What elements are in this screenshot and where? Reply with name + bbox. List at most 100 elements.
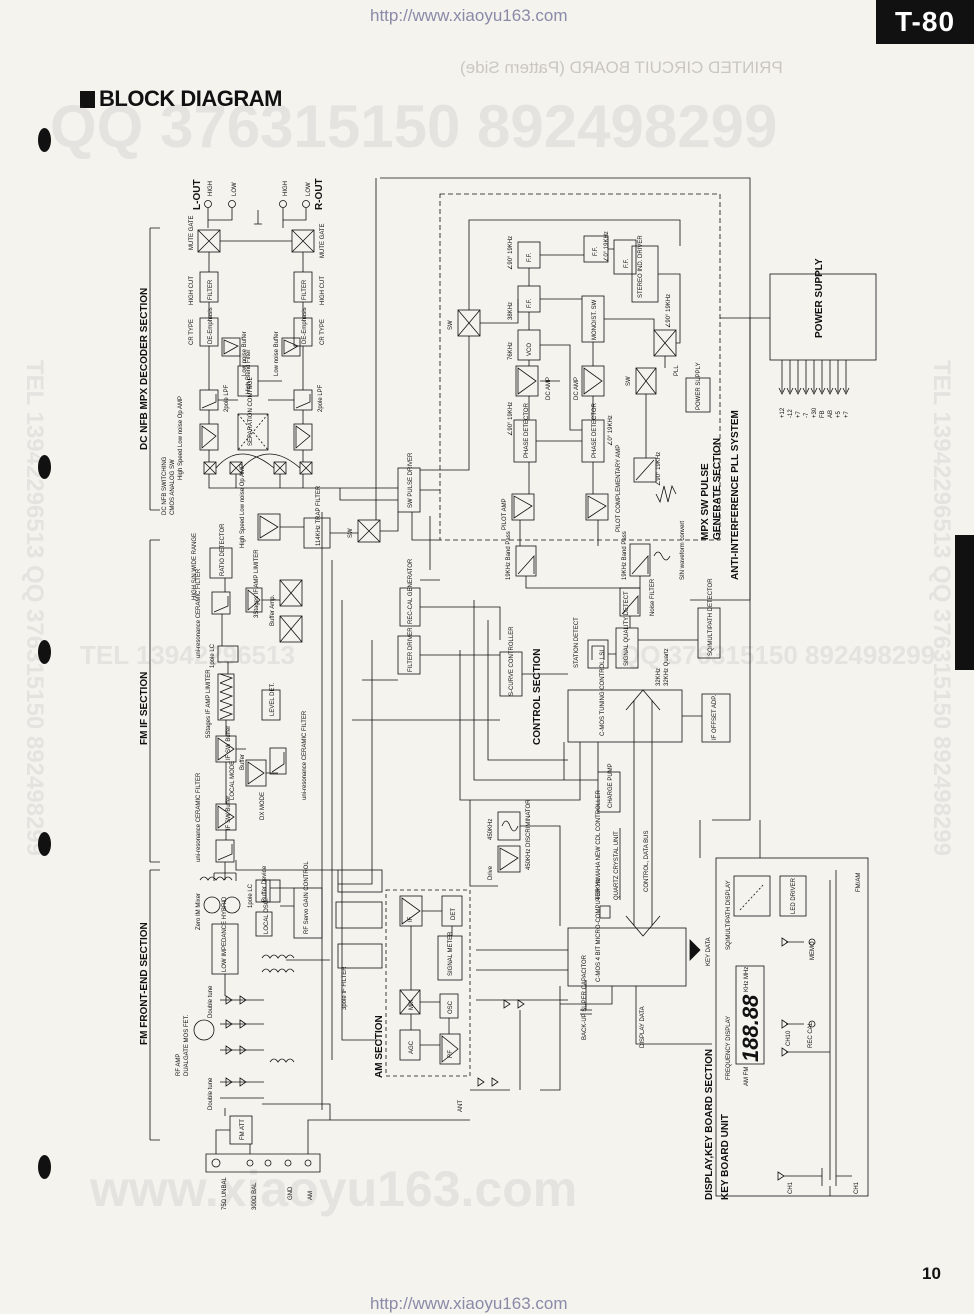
am-det: DET <box>451 908 457 920</box>
charge-pump: CHARGE PUMP <box>608 763 614 808</box>
stereo-ind-driver: STEREO IND. DRIVER <box>638 235 644 298</box>
low-noise-buffer-l: Low noise Buffer <box>242 331 248 376</box>
buffer-amp: Buffer Amp. <box>270 594 276 626</box>
pll-label: PLL <box>674 365 680 376</box>
rec-cal-led-label: REC CAL <box>808 1021 814 1048</box>
quartz-32k: 32KHz Quartz <box>664 648 670 686</box>
power-rail-label: -12 <box>788 409 794 418</box>
separation-control: SEPARATION CONTROL <box>248 377 254 446</box>
if-amp-limiter-3: 3Stages IF AMP LIMITER <box>254 549 260 618</box>
watermark-qq: QQ 376315150 892498299 <box>50 93 778 160</box>
double-tune-1: Double tune <box>208 985 214 1018</box>
backup-cap: BACK-UP SUPER CAPACITOR <box>582 954 588 1040</box>
dc-amp-1: DC AMP <box>546 377 552 400</box>
low-impedance-hybrid: LOW IMPEDANCE HYBRID <box>222 896 228 972</box>
sw-pulse-area: SW PULSE DRIVER SW 114KHz TRAP FILTER Hi… <box>240 452 440 549</box>
quartz-unit: QUARTZ CRYSTAL UNIT <box>614 831 620 900</box>
section-labels: DC NFB MPX DECODER SECTION FM IF SECTION… <box>139 288 741 1200</box>
section-fm-front-end: FM FRONT-END SECTION <box>139 922 150 1045</box>
frequency-display: FREQUENCY DISPLAY <box>726 1016 732 1080</box>
high-label: HIGH <box>283 181 289 196</box>
de-emphasis-r: DE-Emphasis <box>302 307 308 344</box>
vco: VCO <box>527 343 533 356</box>
pilot-comp-amp: PILOT COMPLEMENTARY AMP <box>616 445 622 532</box>
signal-meter: SIGNAL METER <box>448 931 454 976</box>
display-unit: SQ/MULTIPATH DISPLAY LED DRIVER FM/AM FR… <box>715 857 869 1197</box>
mute-gate-r: MUTE GATE <box>320 223 326 258</box>
phase-detector-2: PHASE DETECTOR <box>592 402 598 458</box>
low-label: LOW <box>306 182 312 196</box>
ch1-label-1: CH1 <box>788 1181 794 1194</box>
s-curve: S-CURVE CONTROLLER <box>509 626 515 696</box>
noise-filter: Noise FILTER <box>650 578 656 616</box>
heading-square-icon <box>80 91 95 108</box>
dual-gate-mos: DUALGATE MOS FET. <box>184 1014 190 1076</box>
power-rail-label: +7 <box>844 410 850 418</box>
side-tab <box>955 535 974 670</box>
led-driver: LED DRIVER <box>791 877 797 914</box>
section-display-key: DISPLAY,KEY BOARD SECTION <box>704 1049 715 1200</box>
bandpass-19k-1: 19KHz Band Pass <box>506 531 512 580</box>
high-cut-r: HIGH CUT <box>320 276 326 305</box>
section-mpx-pulse-a: MPX SW PULSE <box>700 463 711 540</box>
section-fm-if: FM IF SECTION <box>139 672 150 745</box>
trap-filter: 114KHz TRAP FILTER <box>316 485 322 546</box>
freq-19k-0: ∠0° 19KHz <box>607 415 614 446</box>
dx-mode: DX MODE <box>260 792 266 820</box>
punch-hole-icon <box>38 455 51 479</box>
cr-type-l: CR TYPE <box>189 319 195 345</box>
cmos-tuning-lsi: C-MOS TUNING CONTROL LSI <box>600 650 606 736</box>
sq-multipath-display: SQ/MULTIPATH DISPLAY <box>726 880 732 950</box>
page-number: 10 <box>922 1264 941 1283</box>
ff-4: F.F. <box>624 258 630 268</box>
signal-quality-detect: SIGNAL QUALITY DETECT <box>624 591 630 666</box>
fm-if-section: RATIO DETECTOR HIGH S/N WIDE RANGE uni-r… <box>192 523 308 863</box>
freq-76k: 76KHz <box>508 342 514 360</box>
control-section: C-MOS TUNING CONTROL LSI CHARGE PUMP IF … <box>397 558 731 813</box>
page-title-text: BLOCK DIAGRAM <box>99 86 282 111</box>
ff-3: F.F. <box>593 246 599 256</box>
filter-l: FILTER <box>208 279 214 300</box>
rf-amp: RF AMP <box>176 1054 182 1076</box>
page-title: BLOCK DIAGRAM <box>80 86 282 112</box>
am-if: IF <box>408 916 414 922</box>
mute-gate-l: MUTE GATE <box>189 215 195 250</box>
input-unbal: 75Ω UNBAL <box>222 1177 228 1210</box>
key-data: KEY DATA <box>706 937 712 966</box>
buffer-1: Buffer <box>240 754 246 770</box>
input-am: AM <box>308 1191 314 1200</box>
audio-outputs: L-OUT R-OUT HIGH LOW HIGH LOW <box>192 178 325 228</box>
freq-digits: 188.88 <box>738 994 763 1062</box>
input-gnd: GND <box>288 1186 294 1200</box>
microcomputer-label: C-MOS 4 BIT MICRO-COMPUTER YAMAHA NEW CD… <box>596 790 602 982</box>
am-osc: OSC <box>448 1000 454 1014</box>
l-out-label: L-OUT <box>192 179 203 210</box>
section-control-a: CONTROL SECTION <box>532 649 543 745</box>
punch-hole-icon <box>38 1155 51 1179</box>
power-rail-label: +7 <box>796 410 802 418</box>
local-osc: LOCAL OSC. <box>264 898 270 934</box>
ff-2: F.F. <box>527 252 533 262</box>
sw-pulse-driver: SW PULSE DRIVER <box>408 452 414 508</box>
r-out-label: R-OUT <box>314 178 325 210</box>
de-emphasis-l: DE-Emphasis <box>208 307 214 344</box>
footer-url[interactable]: http://www.xiaoyu163.com <box>370 1294 568 1313</box>
station-detect: STATION DETECT <box>574 617 580 668</box>
uni-ceramic-3: uni-resonance CERAMIC FILTER <box>196 772 202 862</box>
input-bal: 300Ω BAL <box>252 1182 258 1210</box>
interconnect-wires <box>235 512 761 1120</box>
am-fm-indicator: AM FM <box>744 1067 750 1086</box>
am-mix: MIX <box>409 999 415 1010</box>
model-badge: T-80 <box>876 0 974 44</box>
zero-im-mixer: Zero IM Mixer <box>196 893 202 930</box>
mpx-decoder: MUTE GATE MUTE GATE FILTER FILTER HIGH C… <box>162 215 326 515</box>
header-url[interactable]: http://www.xiaoyu163.com <box>370 6 568 25</box>
cr-type-r: CR TYPE <box>320 319 326 345</box>
section-brackets <box>149 227 160 1141</box>
one-pole-lc-2: 1pole LC <box>248 883 254 908</box>
freq-19k-90b: ∠90° 19KHz <box>507 402 514 436</box>
power-rail-label: +5 <box>836 410 842 418</box>
